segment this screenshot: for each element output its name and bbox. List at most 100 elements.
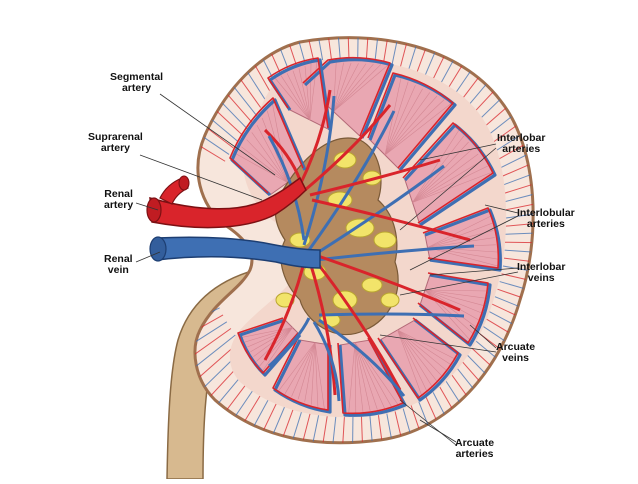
arcuate-artery: [422, 207, 500, 269]
renal-artery-cut-end: [146, 197, 162, 223]
fat-lobule: [380, 292, 400, 308]
arcuate-vein: [368, 73, 457, 172]
pyramid-striation: [424, 289, 477, 328]
leader-line: [399, 271, 519, 296]
pyramid-striation: [304, 65, 311, 121]
interlobular-vessel: [496, 151, 534, 188]
interlobular-vessel: [500, 177, 534, 204]
interlobular-vessel: [504, 249, 534, 258]
pyramid-striation: [247, 327, 293, 348]
pyramid-striation: [280, 75, 311, 121]
pyramid-striation: [333, 63, 367, 112]
pyramid-striation: [241, 146, 288, 183]
interlobular-vessel: [195, 108, 226, 162]
interlobular-vessel: [502, 190, 534, 211]
interlobar-artery: [304, 104, 392, 192]
pyramid-striation: [424, 289, 484, 306]
interlobar-artery: [311, 198, 471, 242]
renal-vein-cut-end: [149, 236, 167, 262]
interlobular-vessel: [498, 164, 534, 196]
interlobular-vessel: [497, 288, 534, 323]
interlobular-vessel: [504, 241, 534, 245]
pyramid-striation: [384, 99, 445, 156]
leader-line: [135, 251, 161, 263]
interlobar-artery: [313, 259, 402, 391]
leader-line: [159, 93, 276, 176]
interlobular-vessel: [195, 340, 241, 410]
leader-line: [419, 143, 497, 161]
pyramid-striation: [304, 342, 316, 402]
label-arcuate-veins: Arcuate veins: [496, 341, 536, 364]
pyramid-striation: [397, 329, 447, 371]
pyramid-striation: [333, 63, 374, 112]
pyramid-striation: [298, 68, 311, 121]
pyramid-striation: [333, 64, 389, 112]
pyramid-striation: [412, 165, 488, 203]
pyramid-striation: [354, 342, 364, 413]
arcuate-artery: [237, 317, 299, 374]
pyramid-striation: [241, 327, 293, 338]
pyramid-striation: [311, 342, 316, 405]
pyramid-striation: [397, 329, 428, 393]
arcuate-artery: [377, 317, 459, 399]
arcuate-artery: [267, 57, 329, 129]
pyramid-striation: [397, 329, 442, 376]
interlobular-vessel: [503, 203, 534, 219]
intrarenal-vessels: [229, 56, 502, 417]
fat-lobule: [373, 231, 397, 249]
interlobar-vein: [313, 164, 445, 257]
renal-vein: [155, 236, 321, 269]
pyramid-striation: [384, 102, 452, 156]
interlobar-vein: [307, 110, 396, 251]
interlobular-vessel: [502, 265, 534, 284]
pyramid-striation: [291, 342, 316, 397]
arcuate-vein: [424, 208, 502, 272]
pyramid-striation: [424, 289, 481, 313]
pyramid-striation: [427, 247, 500, 267]
arcuate-artery: [337, 337, 404, 415]
arcuate-artery: [229, 97, 304, 194]
pyramid-striation: [274, 77, 311, 121]
interlobular-vessel: [493, 139, 534, 181]
leader-line: [399, 147, 497, 231]
pyramid-striation: [348, 342, 356, 415]
interlobular-vessel: [488, 310, 534, 360]
pyramid-striation: [284, 342, 316, 395]
renal-artery: [149, 176, 307, 229]
pyramid-striation: [333, 62, 344, 112]
pyramid-striation: [333, 64, 382, 112]
pyramid-striation: [354, 342, 385, 409]
pyramid-striation: [244, 327, 293, 343]
pyramid-striation: [314, 342, 325, 410]
interlobar-vein: [302, 95, 336, 246]
interlobular-vessel: [503, 257, 534, 271]
pyramid-striation: [278, 342, 316, 392]
pyramid-striation: [427, 230, 494, 248]
leader-line: [409, 215, 519, 271]
pyramid-striation: [333, 63, 359, 112]
interlobular-vessel: [499, 281, 534, 310]
pyramid-striation: [412, 147, 474, 203]
interlobar-vein: [318, 318, 406, 397]
pyramid-striation: [246, 139, 288, 183]
pyramid-striation: [412, 153, 479, 203]
label-renal-artery: Renal artery: [104, 188, 134, 211]
arcuate-artery: [402, 122, 494, 224]
arcuate-artery: [417, 272, 489, 344]
interlobular-vessel: [195, 86, 234, 149]
interlobar-vein: [315, 244, 475, 262]
leader-line: [135, 202, 159, 211]
interlobular-vessel: [195, 277, 210, 304]
arcuate-artery: [302, 56, 391, 137]
leader-line: [429, 267, 519, 276]
pyramid-striation: [427, 215, 492, 248]
pyramid-striation: [397, 329, 423, 398]
interlobular-vessel: [490, 127, 534, 174]
pyramid-striation: [384, 81, 409, 156]
pyramid-striation: [236, 153, 288, 183]
leader-line: [399, 399, 457, 446]
leader-line: [484, 204, 519, 214]
pyramid-striation: [333, 62, 352, 112]
label-interlobular-arteries: Interlobular arteries: [517, 207, 575, 230]
